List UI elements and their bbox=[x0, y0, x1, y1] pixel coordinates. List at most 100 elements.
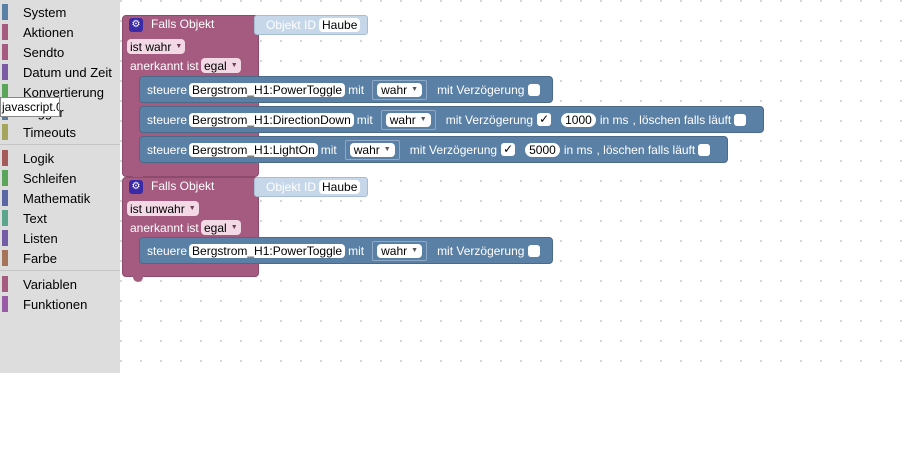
condition-dropdown[interactable]: ist wahr▼ bbox=[127, 39, 186, 54]
toolbox-category-variablen[interactable]: Variablen bbox=[0, 274, 120, 294]
toolbox-category-aktionen[interactable]: Aktionen bbox=[0, 22, 120, 42]
toolbox-category-label: Mathematik bbox=[23, 190, 91, 206]
chevron-down-icon: ▼ bbox=[411, 246, 419, 254]
toolbox-category-datum-und-zeit[interactable]: Datum und Zeit bbox=[0, 62, 120, 82]
toolbox-category-label: Konvertierung bbox=[23, 84, 104, 100]
toolbox-category-funktionen[interactable]: Funktionen bbox=[0, 294, 120, 314]
category-color-bar bbox=[2, 296, 8, 312]
gear-icon[interactable]: ⚙ bbox=[129, 18, 143, 32]
toolbox-category-system[interactable]: System bbox=[0, 2, 120, 22]
object-id-field[interactable]: Haube bbox=[319, 18, 361, 32]
clear-running-checkbox[interactable] bbox=[734, 113, 747, 126]
value-socket: wahr▼ bbox=[344, 139, 400, 160]
toolbox-category-farbe[interactable]: Farbe bbox=[0, 248, 120, 268]
tooltip: javascript.0 bbox=[0, 97, 60, 117]
chevron-down-icon: ▼ bbox=[175, 42, 183, 50]
value-text: wahr bbox=[353, 142, 380, 157]
value-dropdown[interactable]: wahr▼ bbox=[377, 82, 423, 97]
toolbox-separator bbox=[0, 270, 120, 271]
toolbox-category-label: Text bbox=[23, 210, 47, 226]
chevron-down-icon: ▼ bbox=[188, 204, 196, 212]
value-text: wahr bbox=[381, 82, 408, 97]
chevron-down-icon: ▼ bbox=[383, 145, 391, 153]
chevron-down-icon: ▼ bbox=[230, 223, 238, 231]
action-with-label: mit bbox=[320, 142, 337, 157]
delay-label: mit Verzögerung bbox=[409, 142, 498, 157]
ack-dropdown[interactable]: egal▼ bbox=[201, 58, 241, 73]
delay-checkbox[interactable]: ✓ bbox=[501, 142, 516, 156]
toolbox-category-timeouts[interactable]: Timeouts bbox=[0, 122, 120, 142]
category-color-bar bbox=[2, 24, 8, 40]
category-color-bar bbox=[2, 230, 8, 246]
toolbox-separator bbox=[0, 144, 120, 145]
category-color-bar bbox=[2, 150, 8, 166]
toolbox-category-text[interactable]: Text bbox=[0, 208, 120, 228]
object-id-label: Objekt ID bbox=[266, 18, 317, 32]
value-text: wahr bbox=[381, 243, 408, 258]
toolbox-category-schleifen[interactable]: Schleifen bbox=[0, 168, 120, 188]
value-dropdown[interactable]: wahr▼ bbox=[349, 142, 395, 157]
toolbox-category-label: Funktionen bbox=[23, 296, 88, 312]
toolbox-category-label: Logik bbox=[23, 150, 55, 166]
condition-value: ist wahr bbox=[130, 39, 172, 54]
toolbox-category-label: Farbe bbox=[23, 250, 57, 266]
device-id-field[interactable]: Bergstrom_H1:DirectionDown bbox=[189, 112, 354, 127]
device-id-field[interactable]: Bergstrom_H1:PowerToggle bbox=[189, 82, 346, 97]
category-color-bar bbox=[2, 210, 8, 226]
delay-ms-field[interactable]: 1000 bbox=[561, 112, 596, 127]
ack-dropdown[interactable]: egal▼ bbox=[201, 220, 241, 235]
category-color-bar bbox=[2, 276, 8, 292]
value-dropdown[interactable]: wahr▼ bbox=[385, 112, 431, 127]
toolbox-category-label: Listen bbox=[23, 230, 58, 246]
action-with-label: mit bbox=[348, 82, 365, 97]
event-header-label: Falls Objekt bbox=[151, 179, 215, 193]
toolbox-category-label: Datum und Zeit bbox=[23, 64, 112, 80]
delay-checkbox[interactable] bbox=[528, 244, 541, 257]
delay-unit-label: in ms bbox=[563, 142, 593, 157]
toolbox-category-mathematik[interactable]: Mathematik bbox=[0, 188, 120, 208]
category-color-bar bbox=[2, 4, 8, 20]
value-dropdown[interactable]: wahr▼ bbox=[377, 243, 423, 258]
delay-label: mit Verzögerung bbox=[437, 243, 525, 258]
ack-value: egal bbox=[204, 220, 227, 235]
clear-running-label: , löschen falls läuft bbox=[632, 112, 732, 127]
event-header-label: Falls Objekt bbox=[151, 17, 215, 31]
delay-checkbox[interactable]: ✓ bbox=[537, 112, 552, 126]
toolbox-category-label: Timeouts bbox=[23, 124, 76, 140]
toolbox-category-label: Variablen bbox=[23, 276, 77, 292]
toolbox-category-listen[interactable]: Listen bbox=[0, 228, 120, 248]
gear-icon[interactable]: ⚙ bbox=[129, 180, 143, 194]
action-prefix: steuere bbox=[147, 82, 188, 97]
category-color-bar bbox=[2, 64, 8, 80]
toolbox-category-sendto[interactable]: Sendto bbox=[0, 42, 120, 62]
action-with-label: mit bbox=[348, 243, 365, 258]
ack-label: anerkannt ist bbox=[130, 59, 199, 73]
action-prefix: steuere bbox=[147, 112, 188, 127]
toolbox-category-konvertierung[interactable]: Konvertierung bbox=[0, 82, 120, 102]
block-notch bbox=[133, 276, 143, 282]
toolbox-category-label: Aktionen bbox=[23, 24, 74, 40]
condition-value: ist unwahr bbox=[130, 201, 185, 216]
delay-label: mit Verzögerung bbox=[445, 112, 534, 127]
action-prefix: steuere bbox=[147, 243, 188, 258]
toolbox-category-label: Schleifen bbox=[23, 170, 77, 186]
category-color-bar bbox=[2, 124, 8, 140]
chevron-down-icon: ▼ bbox=[230, 61, 238, 69]
toolbox-category-logik[interactable]: Logik bbox=[0, 148, 120, 168]
condition-dropdown[interactable]: ist unwahr▼ bbox=[127, 201, 199, 216]
category-color-bar bbox=[2, 44, 8, 60]
device-id-field[interactable]: Bergstrom_H1:PowerToggle bbox=[189, 243, 346, 258]
delay-ms-field[interactable]: 5000 bbox=[525, 142, 560, 157]
object-id-label: Objekt ID bbox=[266, 180, 317, 194]
delay-checkbox[interactable] bbox=[528, 83, 541, 96]
clear-running-checkbox[interactable] bbox=[698, 143, 711, 156]
device-id-field[interactable]: Bergstrom_H1:LightOn bbox=[189, 142, 318, 157]
object-id-field[interactable]: Haube bbox=[319, 180, 361, 194]
